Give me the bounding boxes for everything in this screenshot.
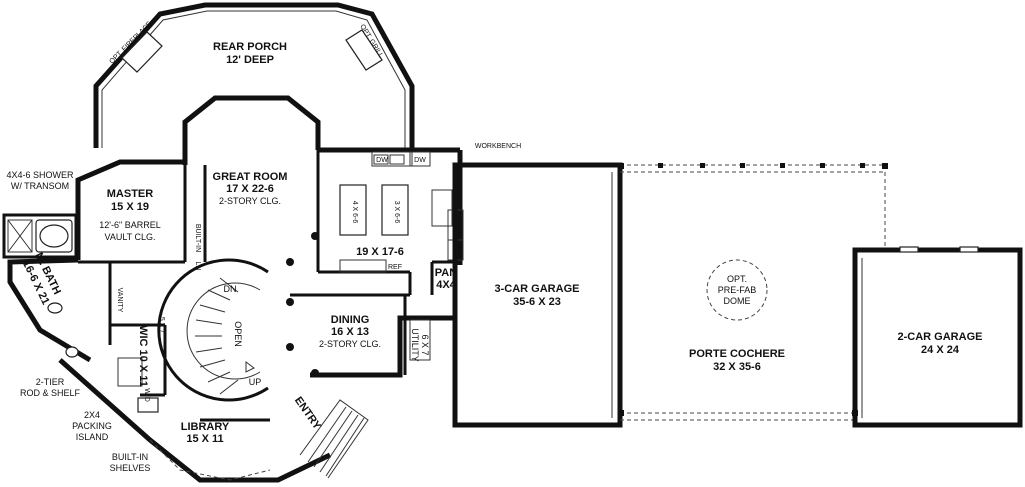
garage3-size: 35-6 X 23 [513, 296, 561, 308]
built-in-label: BUILT-IN [194, 224, 201, 252]
rear-porch-size: 12' DEEP [226, 54, 274, 66]
ref-label-1: REF [388, 264, 402, 271]
master-note-1: 12'-6" BARREL [99, 220, 160, 230]
dining-note: 2-STORY CLG. [319, 339, 381, 349]
spiral-stair [157, 258, 269, 402]
great-room-label: GREAT ROOM [213, 171, 288, 183]
grill-icon [345, 29, 383, 71]
vanity-label: VANITY [116, 288, 123, 313]
fireplace-icon [121, 31, 163, 73]
island-size-2: 3 X 6-6 [393, 201, 400, 224]
packing-label-1: 2X4 [84, 410, 100, 420]
porte-size: 32 X 35-6 [713, 361, 761, 373]
dome-label-2: PRE-FAB [718, 285, 757, 295]
rear-porch-label: REAR PORCH [213, 41, 287, 53]
open-label: OPEN [233, 321, 243, 347]
kitchen-size: 19 X 17-6 [356, 246, 404, 258]
library-bay [149, 439, 271, 481]
packing-label-2: PACKING [72, 421, 112, 431]
dw-label-2: DW [414, 157, 426, 164]
island-size-1: 4 X 6-6 [351, 201, 358, 224]
pantry-label: PAN [435, 267, 457, 279]
bath-fixtures [7, 219, 159, 413]
dn-label: DN [224, 284, 237, 294]
pantry-size: 4X4 [436, 279, 456, 291]
ref-label-2: REF [453, 245, 460, 259]
dome-label-1: OPT. [727, 274, 747, 284]
up-label: UP [249, 377, 262, 387]
garage3-label: 3-CAR GARAGE [495, 283, 580, 295]
dining-size: 16 X 13 [331, 326, 369, 338]
garage2-size: 24 X 24 [921, 344, 960, 356]
exterior-walls [2, 95, 463, 483]
workbench-label: WORKBENCH [475, 143, 521, 150]
wd-label: W/D [143, 388, 150, 402]
closet-size: 5 X 7 [158, 317, 165, 333]
shelves-label-1: BUILT-IN [112, 452, 148, 462]
library-size: 15 X 11 [186, 433, 223, 445]
shelves-label-2: SHELVES [110, 463, 151, 473]
utility-size: 6 X 7 [420, 334, 430, 355]
columns [286, 232, 319, 377]
great-room-note: 2-STORY CLG. [219, 196, 281, 206]
dw-label-1: DW [376, 157, 388, 164]
master-size: 15 X 19 [111, 201, 149, 213]
packing-label-3: ISLAND [76, 432, 109, 442]
entry-steps [299, 399, 369, 479]
great-room-size: 17 X 22-6 [226, 183, 274, 195]
kitchen-island-1 [339, 184, 367, 236]
porte-label: PORTE COCHERE [689, 348, 785, 360]
shower-label-2: W/ TRANSOM [11, 181, 69, 191]
dome-label-3: DOME [724, 296, 751, 306]
rod-label-2: ROD & SHELF [20, 388, 81, 398]
porte-cochere [618, 163, 888, 421]
rod-label-1: 2-TIER [36, 377, 65, 387]
library-label: LIBRARY [181, 421, 230, 433]
wic-label: WIC 10 X 11 [137, 325, 149, 387]
dining-label: DINING [331, 314, 370, 326]
kitchen-island-2 [381, 184, 409, 236]
dome [706, 259, 768, 321]
garage2-label: 2-CAR GARAGE [898, 331, 983, 343]
shower-label-1: 4X4-6 SHOWER [6, 170, 74, 180]
three-car-garage [452, 162, 623, 428]
rear-porch [93, 2, 415, 148]
entry-label: ENTRY [292, 395, 323, 433]
interior-walls [78, 150, 460, 422]
frz-label: FRZ [453, 220, 460, 234]
labels: REAR PORCH 12' DEEP OPT. FIREPLACE OPT. … [6, 20, 982, 473]
utility-label: UTILITY [410, 328, 420, 362]
master-label: MASTER [107, 188, 154, 200]
master-note-2: VAULT CLG. [104, 232, 155, 242]
ln-label: LN [194, 262, 201, 271]
two-car-garage [852, 246, 1023, 428]
